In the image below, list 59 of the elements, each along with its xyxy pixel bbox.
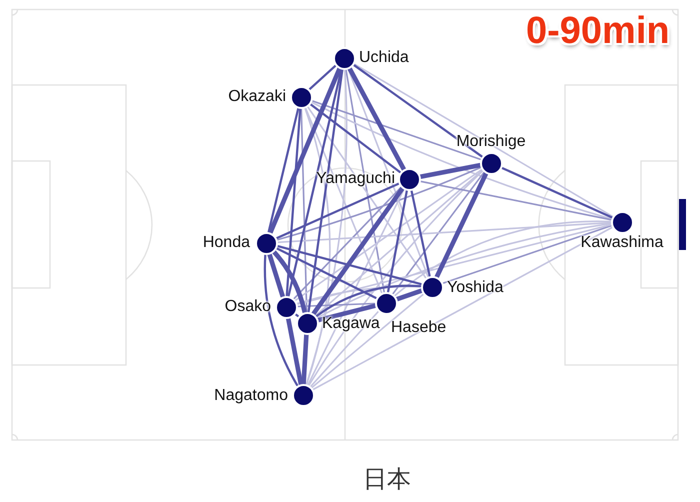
pass-line (275, 182, 400, 240)
pass-line (314, 170, 484, 316)
player-name: Nagatomo (214, 387, 288, 405)
pass-line (500, 166, 613, 218)
player-name: Kagawa (322, 315, 380, 333)
pass-line (268, 66, 342, 235)
player-name: Kawashima (580, 234, 664, 252)
pass-line (304, 107, 331, 385)
caption: 日本 (363, 466, 411, 494)
player-name: Yoshida (447, 279, 504, 297)
pass-line (442, 224, 612, 284)
pass-line (311, 100, 481, 160)
player-name: Okazaki (228, 88, 286, 106)
pass-line (296, 302, 376, 308)
pass-line (275, 247, 377, 299)
pass-line (308, 68, 344, 313)
pass-line (296, 286, 422, 304)
pass-line (418, 162, 482, 180)
pass-line (316, 222, 612, 318)
pass-line (309, 102, 401, 174)
pass-line (293, 186, 402, 300)
pass-line (306, 68, 348, 385)
pass-line (394, 220, 612, 296)
pass-line (308, 170, 484, 386)
pass-line (392, 171, 485, 295)
pass-line (267, 252, 285, 298)
pass-line (301, 332, 309, 386)
pass-line (286, 107, 302, 297)
pass-line (276, 166, 482, 241)
period-label: 0-90min (526, 11, 670, 51)
pass-line (347, 66, 406, 172)
pass-line (311, 186, 405, 316)
pass-line (353, 63, 613, 217)
pass-line (296, 224, 612, 305)
pass-line (345, 68, 385, 292)
pass-line (311, 294, 424, 388)
player-name: Hasebe (391, 319, 446, 337)
pass-line (308, 64, 337, 90)
pass-line (294, 168, 482, 302)
pass-line (387, 189, 408, 293)
pass-line (434, 171, 488, 279)
pass-line (410, 189, 431, 277)
pass-line (307, 188, 405, 386)
pass-line (264, 253, 298, 386)
pass-line (271, 249, 307, 314)
pass-line (315, 284, 422, 318)
pass-line (420, 180, 612, 220)
pass-line (394, 288, 424, 302)
pass-line (286, 316, 304, 386)
player-name: Uchida (359, 49, 409, 67)
pass-line (268, 107, 300, 233)
pass-line (304, 106, 382, 294)
pass-line (310, 101, 612, 220)
pass-line (352, 64, 483, 158)
pass-line (300, 108, 308, 312)
pass-line (306, 106, 426, 278)
pass-line (276, 222, 612, 244)
player-name: Honda (202, 234, 250, 252)
pass-line (276, 244, 422, 286)
